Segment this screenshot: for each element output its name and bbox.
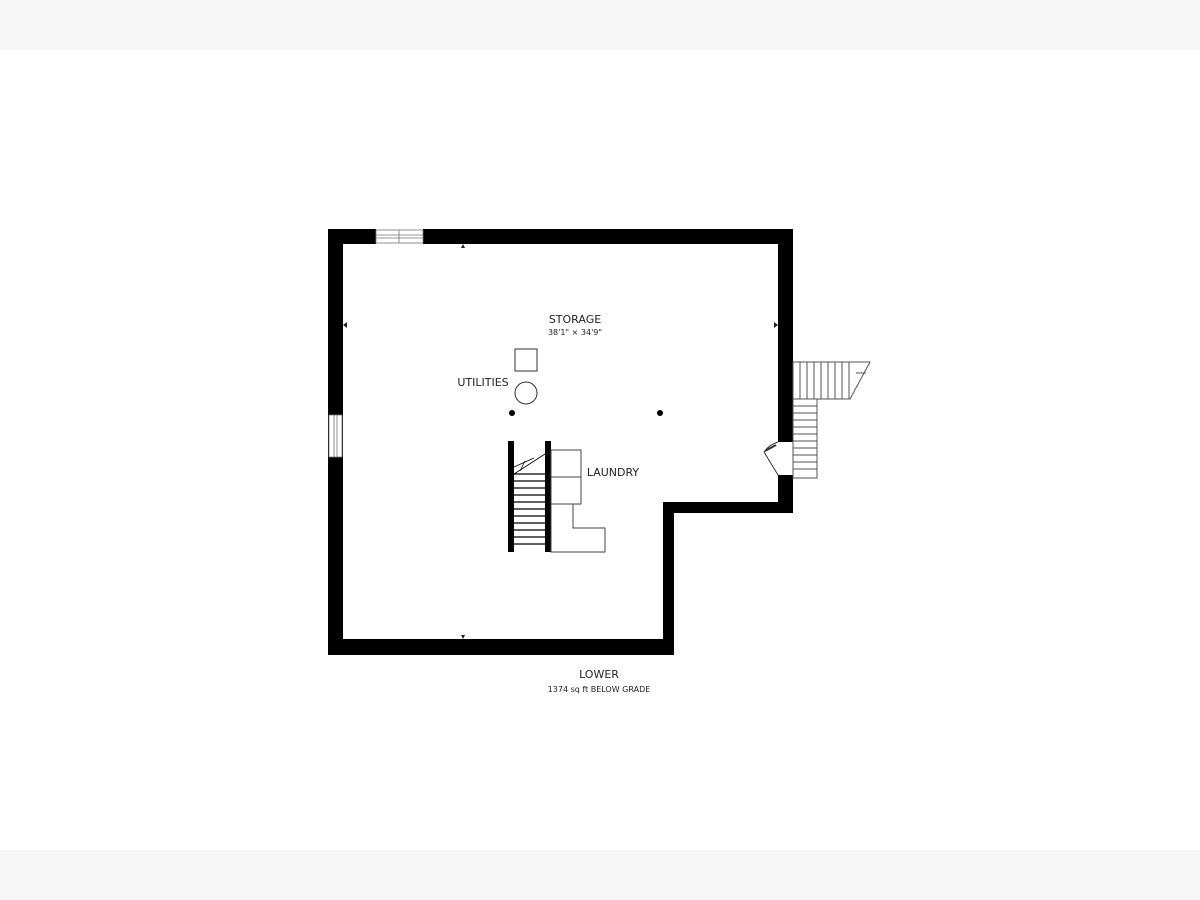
marker-bottom (461, 635, 465, 639)
wall-markers (343, 244, 778, 639)
wall-left-lower (328, 457, 343, 655)
stair-rail-left (508, 441, 514, 552)
wall-inner-horizontal (663, 502, 793, 513)
marker-right (774, 322, 778, 328)
exterior-stairs (792, 361, 871, 479)
floor-plan-canvas: STORAGE 38'1" × 34'9" UTILITIES LAUNDRY … (0, 50, 1200, 850)
floor-area: 1374 sq ft BELOW GRADE (548, 685, 651, 694)
room-label-storage: STORAGE (549, 313, 601, 326)
wall-inner-vertical (663, 502, 674, 655)
laundry-fixtures (550, 449, 606, 553)
floor-plan-drawing: STORAGE 38'1" × 34'9" UTILITIES LAUNDRY … (328, 229, 871, 694)
window-top (375, 229, 424, 244)
washer (550, 449, 582, 478)
wall-bottom (328, 639, 674, 655)
water-heater (514, 381, 538, 405)
wall-top-right (423, 229, 793, 244)
outer-walls (328, 229, 793, 655)
furnace (514, 348, 538, 372)
wall-right-upper (778, 229, 793, 442)
laundry-counter (550, 503, 606, 553)
marker-left (343, 322, 347, 328)
floor-label: LOWER (579, 668, 619, 681)
room-label-utilities: UTILITIES (457, 376, 508, 389)
dryer (550, 476, 582, 505)
door-right (763, 441, 779, 476)
marker-top (461, 244, 465, 248)
support-posts (509, 410, 663, 416)
window-left (328, 414, 343, 458)
wall-right-lower (778, 475, 793, 513)
stair-rail-right (545, 441, 551, 552)
room-dimensions-storage: 38'1" × 34'9" (548, 328, 602, 337)
utilities-fixtures (514, 348, 538, 405)
interior-stairs (508, 441, 551, 552)
room-label-laundry: LAUNDRY (587, 466, 640, 479)
wall-left-upper (328, 229, 343, 465)
